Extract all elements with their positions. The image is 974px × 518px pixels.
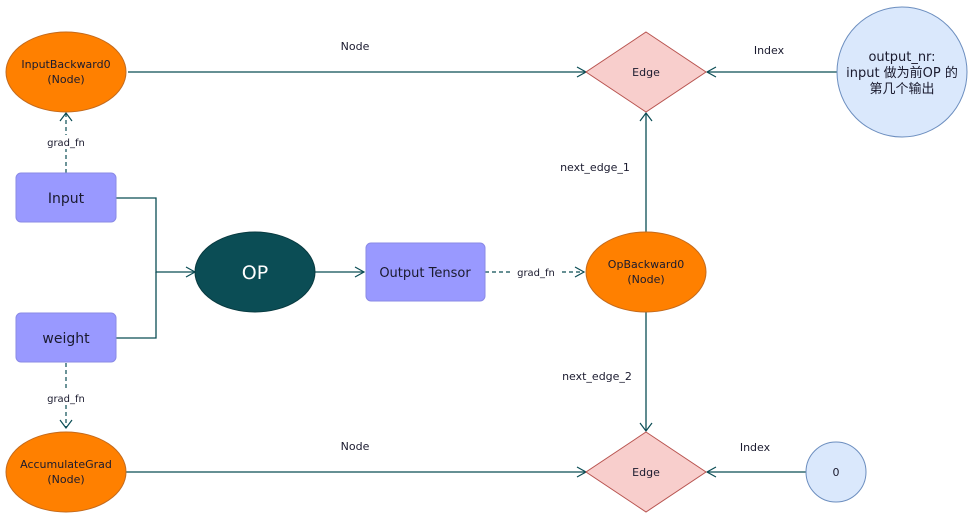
node-op-label: OP — [242, 262, 268, 284]
node-output-nr-line2: input 做为前OP 的 — [846, 65, 958, 81]
node-weight-label: weight — [42, 331, 90, 347]
node-input[interactable]: Input — [15, 172, 117, 223]
node-zero[interactable]: 0 — [805, 441, 867, 503]
label-grad-fn-weight: grad_fn — [47, 394, 85, 405]
node-output-tensor[interactable]: Output Tensor — [365, 242, 486, 302]
node-output-nr-line1: output_nr: — [868, 50, 935, 65]
node-input-label: Input — [48, 191, 85, 207]
label-grad-fn-input: grad_fn — [47, 138, 85, 149]
node-accumulate-grad-line1: AccumulateGrad — [20, 458, 112, 471]
node-output-tensor-label: Output Tensor — [379, 266, 471, 281]
node-input-backward-line2: (Node) — [47, 73, 84, 86]
label-bg-grad-fn-weight — [40, 391, 92, 405]
label-index-top: Index — [754, 44, 785, 57]
node-edge-bottom-label: Edge — [632, 466, 660, 479]
label-node-top: Node — [341, 40, 370, 53]
label-grad-fn-output: grad_fn — [517, 268, 555, 279]
node-op-backward-line2: (Node) — [627, 273, 664, 286]
node-output-nr-line3: 第几个输出 — [869, 81, 934, 97]
node-op[interactable]: OP — [194, 231, 316, 313]
node-input-backward-line1: InputBackward0 — [21, 58, 110, 71]
node-output-nr[interactable]: output_nr: input 做为前OP 的 第几个输出 — [836, 6, 968, 138]
connector-weight-op — [116, 272, 157, 339]
node-weight[interactable]: weight — [15, 312, 117, 363]
label-node-bottom: Node — [341, 440, 370, 453]
node-input-backward[interactable]: InputBackward0 (Node) — [5, 31, 127, 113]
label-next-edge-1: next_edge_1 — [560, 161, 630, 174]
node-accumulate-grad[interactable]: AccumulateGrad (Node) — [5, 431, 127, 513]
label-index-bottom: Index — [740, 441, 771, 454]
node-accumulate-grad-line2: (Node) — [47, 473, 84, 486]
node-zero-label: 0 — [833, 466, 840, 479]
label-next-edge-2: next_edge_2 — [562, 370, 632, 383]
label-bg-grad-fn-output — [512, 265, 560, 279]
label-bg-grad-fn-input — [40, 135, 92, 149]
node-op-backward[interactable]: OpBackward0 (Node) — [585, 231, 707, 313]
connector-input-op — [116, 197, 197, 278]
node-edge-top-label: Edge — [632, 66, 660, 79]
node-op-backward-line1: OpBackward0 — [608, 258, 684, 271]
node-edge-top[interactable]: Edge — [585, 31, 707, 113]
node-edge-bottom[interactable]: Edge — [585, 431, 707, 513]
